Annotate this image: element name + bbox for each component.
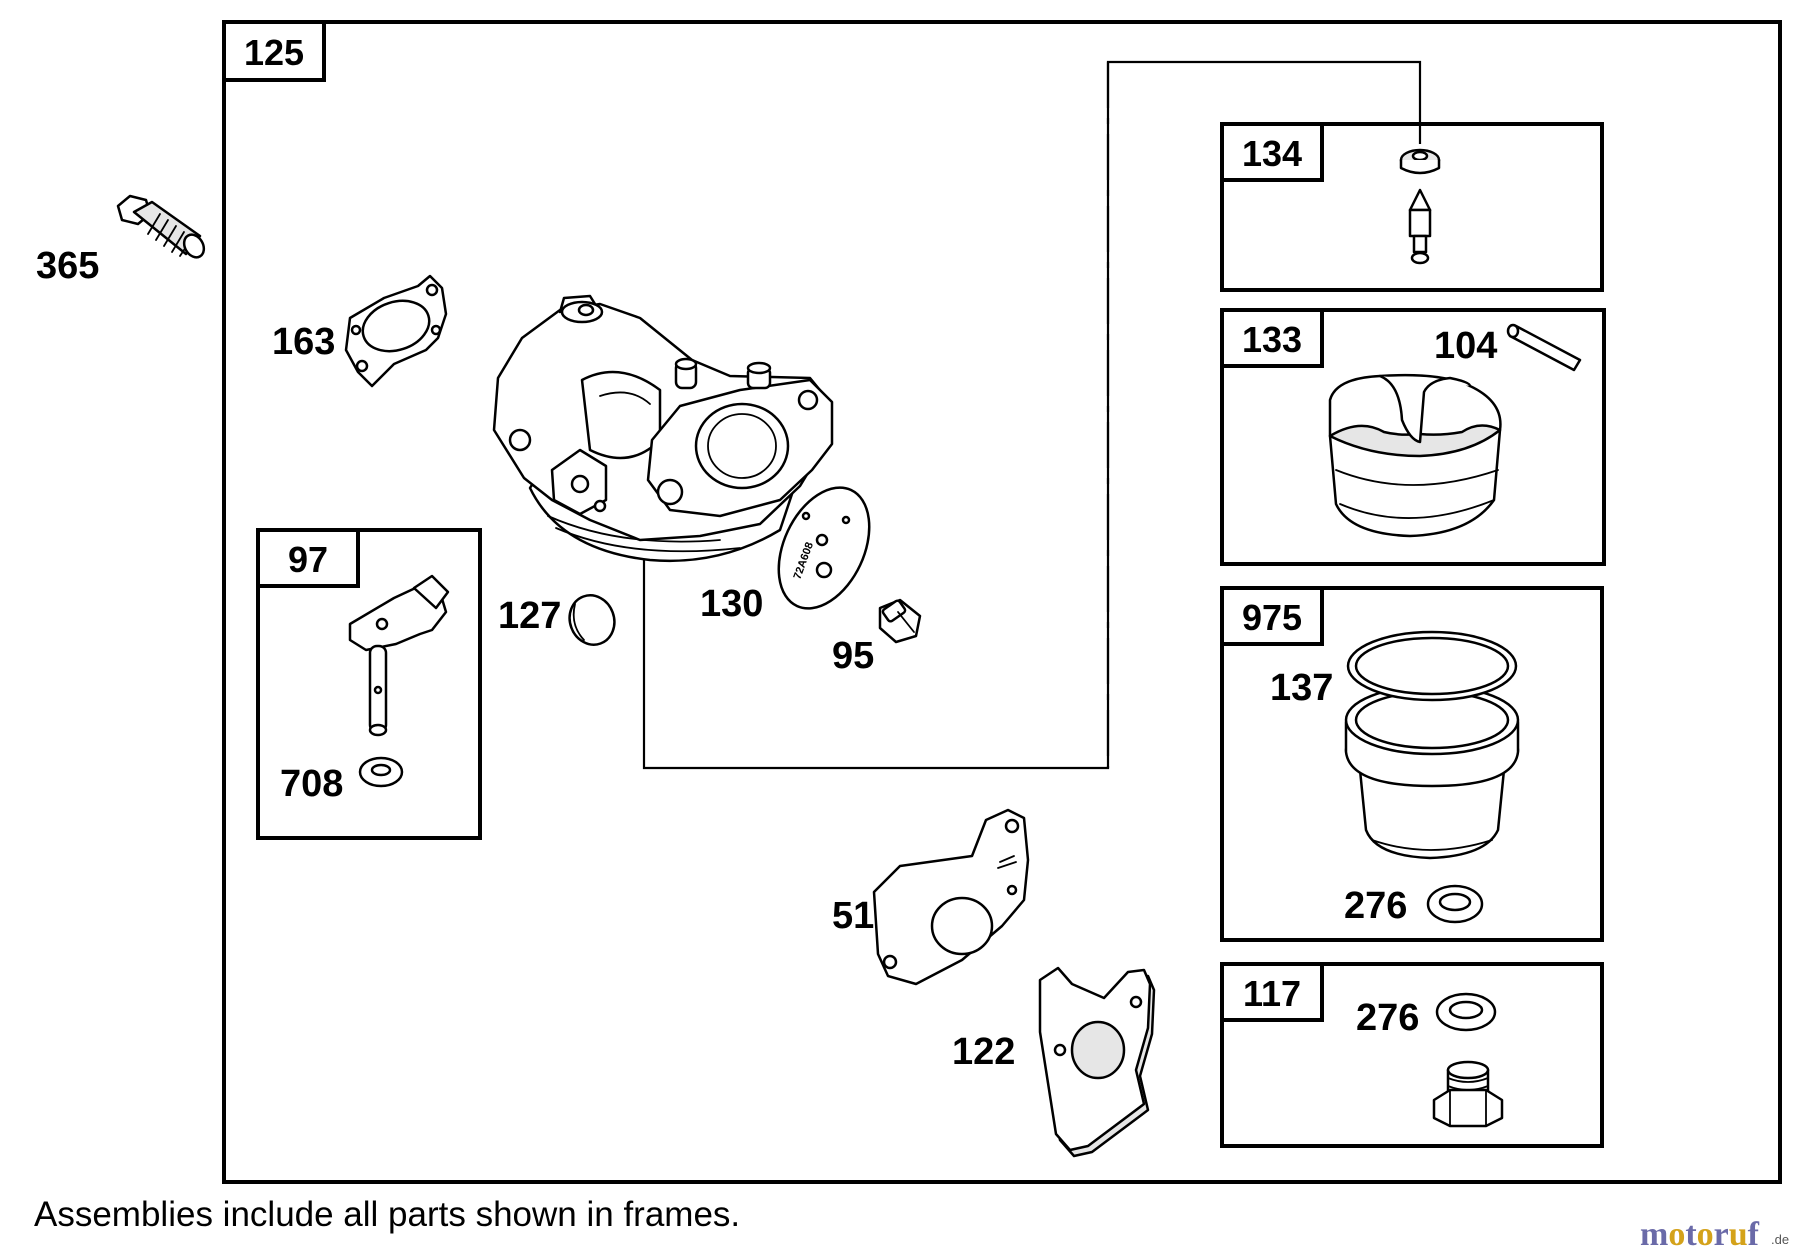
needle-seat-drawing [1399,148,1441,175]
label-365: 365 [36,245,99,287]
label-117-276: 276 [1356,997,1419,1039]
frame-125-number: 125 [244,32,304,73]
label-708: 708 [280,763,343,805]
frame-125-tag-box [222,20,326,82]
plug-127-drawing [568,594,616,646]
washer-708-drawing [358,756,404,788]
watermark-suffix: .de [1771,1232,1789,1247]
watermark-logo: motoruf [1640,1216,1760,1253]
bolt-365-drawing [116,194,206,259]
frame-97-border [256,528,482,840]
frame-134-tag-box [1220,122,1324,182]
inlet-needle-drawing [1408,188,1432,265]
float-bowl-drawing [1344,684,1520,860]
bowl-nut-drawing [1432,1060,1504,1128]
screw-95-drawing [878,598,922,644]
label-130: 130 [700,583,763,625]
bowl-gasket-137-drawing [1346,630,1518,702]
frame-133-number: 133 [1242,319,1302,360]
label-975-276: 276 [1344,885,1407,927]
label-122: 122 [952,1031,1015,1073]
leader-line-125 [642,60,1422,770]
frame-97-number: 97 [288,539,328,580]
assemblies-note: Assemblies include all parts shown in fr… [34,1195,740,1234]
label-137: 137 [1270,667,1333,709]
frame-117-tag-box [1220,962,1324,1022]
frame-975-border [1220,586,1604,942]
frame-117-number: 117 [1243,973,1301,1014]
carburetor-body-drawing [492,294,834,563]
label-104: 104 [1434,325,1497,367]
label-51: 51 [832,895,874,937]
gasket-51-drawing [872,808,1030,986]
label-127: 127 [498,595,561,637]
frame-97-tag-box [256,528,360,588]
frame-117-border [1220,962,1604,1148]
label-95: 95 [832,635,874,677]
float-drawing [1328,373,1502,538]
frame-133-border [1220,308,1606,566]
frame-125-border [222,20,1782,1184]
choke-shaft-drawing [348,574,450,737]
frame-975-tag-box [1220,586,1324,646]
washer-975-276-drawing [1426,884,1484,924]
pin-104-drawing [1506,323,1582,372]
insulator-122-drawing [1038,966,1156,1158]
washer-117-276-drawing [1435,992,1497,1032]
throttle-plate-130-drawing: 72A608 [777,486,871,610]
frame-134-number: 134 [1242,133,1302,174]
label-163: 163 [272,321,335,363]
gasket-163-drawing [344,274,448,388]
frame-133-tag-box [1220,308,1324,368]
frame-134-border [1220,122,1604,292]
frame-975-number: 975 [1242,597,1302,638]
